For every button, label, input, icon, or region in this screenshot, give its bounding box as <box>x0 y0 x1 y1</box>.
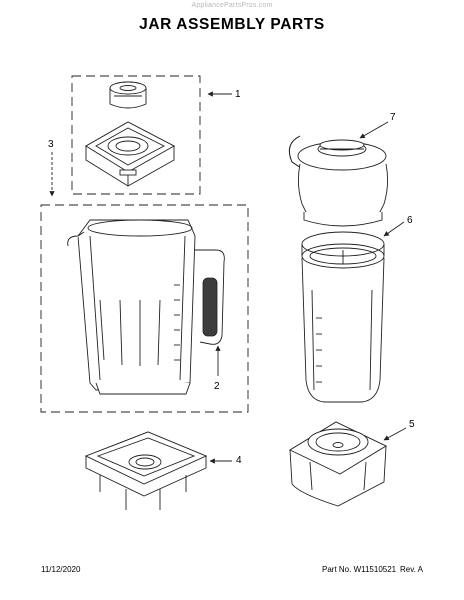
blade-base-part <box>289 421 387 507</box>
watermark-text: AppliancePartsPros.com <box>191 2 273 9</box>
base-adapter-part <box>84 431 208 510</box>
page-title: JAR ASSEMBLY PARTS <box>139 16 325 33</box>
callout-1: 1 <box>235 89 241 100</box>
footer-revision: Rev. A <box>400 565 423 574</box>
callout-3: 3 <box>48 139 54 150</box>
group-box-lid <box>71 75 201 195</box>
jar-part <box>67 219 225 395</box>
callout-2: 2 <box>214 381 220 392</box>
footer-part-number: Part No. W11510521 <box>322 565 397 574</box>
lid-part <box>85 121 175 187</box>
lid-cap-part <box>109 81 147 109</box>
callout-4: 4 <box>236 455 242 466</box>
bottle-lid-part <box>288 135 389 227</box>
callout-7: 7 <box>390 112 396 123</box>
handle-grip <box>202 277 218 337</box>
bottle-body-part <box>301 231 385 403</box>
footer-date: 11/12/2020 <box>41 565 81 574</box>
callout-5: 5 <box>409 419 415 430</box>
group-box-jar <box>40 204 249 413</box>
callout-6: 6 <box>407 215 413 226</box>
